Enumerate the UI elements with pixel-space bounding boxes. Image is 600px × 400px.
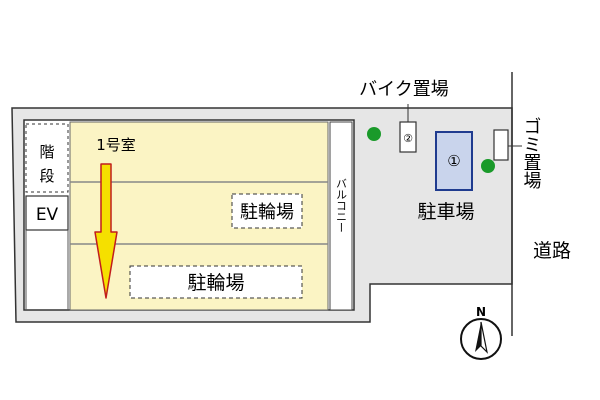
room-direction-arrow-icon xyxy=(94,163,118,299)
parking-space-number: ① xyxy=(447,152,460,170)
motorbike-parking-label: バイク置場 xyxy=(359,79,449,100)
bike-parking-inner-label: 駐輪場 xyxy=(240,202,294,223)
ev-label: EV xyxy=(36,205,59,225)
parking-space xyxy=(435,131,473,191)
balcony-area xyxy=(329,121,353,311)
motorbike-slot-number: ② xyxy=(403,132,413,145)
balcony-label: バルコニー xyxy=(335,178,348,233)
north-label: N xyxy=(476,305,486,319)
road-label: 道路 xyxy=(533,240,571,262)
compass-icon xyxy=(460,318,502,360)
car-parking-label: 駐車場 xyxy=(417,201,474,223)
bike-parking-lower-label: 駐輪場 xyxy=(187,272,244,294)
garbage-box xyxy=(493,129,509,161)
stairs-label: 段 xyxy=(39,167,54,185)
room-label: 1号室 xyxy=(96,136,136,154)
tree-icon xyxy=(367,127,381,141)
garbage-area-label: ゴミ置場 xyxy=(521,117,542,190)
stairs-area xyxy=(25,123,69,193)
bike-parking-lower-box xyxy=(129,265,303,299)
tree-icon xyxy=(481,159,495,173)
bike-parking-inner-box xyxy=(231,193,303,229)
stairs-label: 階 xyxy=(39,143,54,161)
elevator-area xyxy=(25,195,69,231)
